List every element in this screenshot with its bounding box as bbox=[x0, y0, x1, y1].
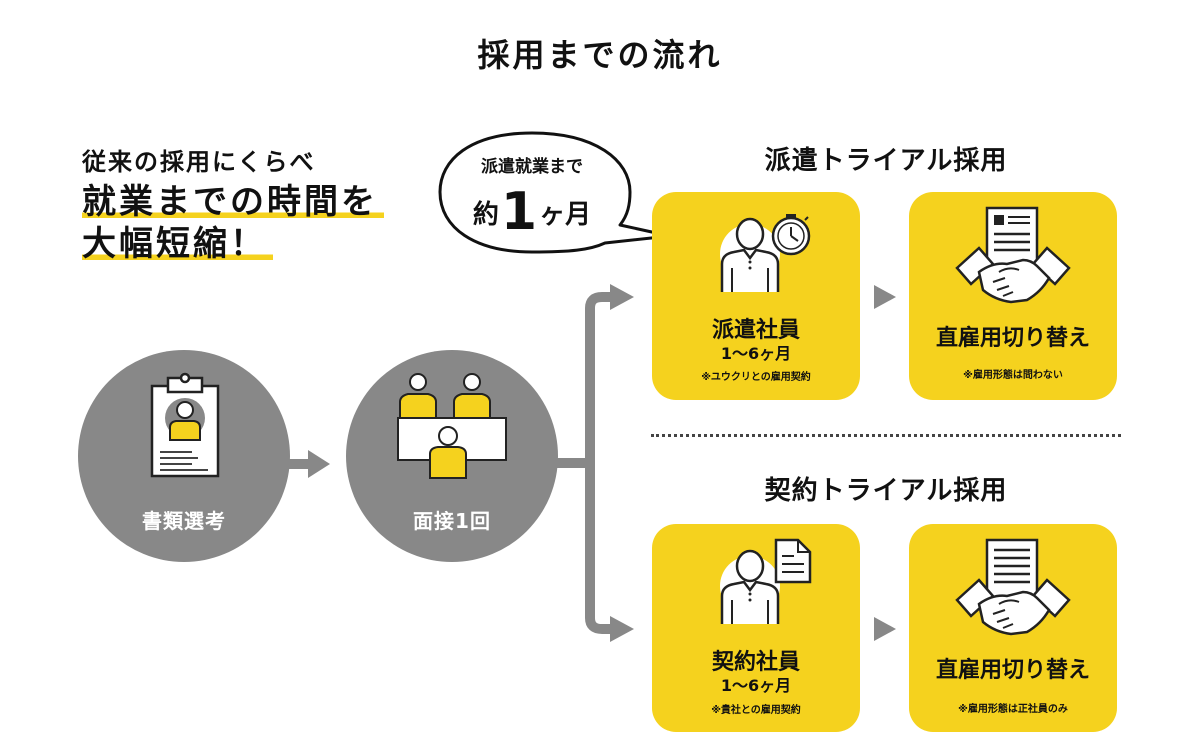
arrow-dispatch-to-direct bbox=[874, 285, 896, 309]
track-heading-dispatch: 派遣トライアル採用 bbox=[764, 146, 1008, 176]
track-heading-contract: 契約トライアル採用 bbox=[764, 476, 1008, 506]
handshake-contract-icon bbox=[955, 206, 1071, 304]
track-divider bbox=[651, 434, 1121, 437]
speech-bubble bbox=[438, 131, 672, 254]
card-title: 直雇用切り替え bbox=[935, 658, 1090, 683]
card-direct-hire-dispatch: 直雇用切り替え ※雇用形態は問わない bbox=[909, 192, 1117, 400]
lead-line-3-text: 大幅短縮！ bbox=[82, 224, 273, 264]
card-note: ※ユウクリとの雇用契約 bbox=[701, 372, 811, 383]
arrow-to-contract-track bbox=[610, 616, 634, 642]
bubble-prefix: 約 bbox=[472, 200, 499, 230]
bubble-number: 1 bbox=[500, 182, 538, 242]
card-contract-employee: 契約社員 1～6ヶ月 ※貴社との雇用契約 bbox=[652, 524, 860, 732]
arrow-to-dispatch-track bbox=[610, 284, 634, 310]
lead-line-2: 就業までの時間を bbox=[82, 182, 384, 222]
card-note: ※雇用形態は正社員のみ bbox=[958, 704, 1068, 715]
lead-line-2-text: 就業までの時間を bbox=[82, 182, 384, 222]
lead-line-1: 従来の採用にくらべ bbox=[82, 148, 316, 176]
card-duration: 1～6ヶ月 bbox=[720, 676, 792, 695]
branch-connector bbox=[550, 284, 634, 642]
interview-icon bbox=[397, 373, 507, 479]
person-stopwatch-icon bbox=[720, 214, 811, 292]
card-title: 派遣社員 bbox=[711, 318, 800, 343]
card-title: 契約社員 bbox=[711, 650, 800, 675]
step-label: 書類選考 bbox=[142, 509, 226, 533]
card-dispatch-employee: 派遣社員 1～6ヶ月 ※ユウクリとの雇用契約 bbox=[652, 192, 860, 400]
bubble-line-2: 約1ヶ月 bbox=[452, 186, 612, 238]
step-document-screening: 書類選考 bbox=[78, 350, 290, 562]
card-note: ※雇用形態は問わない bbox=[963, 370, 1063, 381]
handshake-contract-icon bbox=[955, 538, 1071, 636]
bubble-line-1: 派遣就業まで bbox=[481, 157, 583, 177]
card-title: 直雇用切り替え bbox=[935, 326, 1090, 351]
speech-bubble-shape bbox=[438, 131, 672, 254]
page-title: 採用までの流れ bbox=[477, 36, 723, 74]
bubble-suffix: ヶ月 bbox=[539, 200, 592, 230]
step-interview: 面接1回 bbox=[346, 350, 558, 562]
arrow-contract-to-direct bbox=[874, 617, 896, 641]
lead-line-3: 大幅短縮！ bbox=[82, 224, 273, 264]
card-duration: 1～6ヶ月 bbox=[720, 344, 792, 363]
person-document-icon bbox=[720, 538, 812, 624]
resume-clipboard-icon bbox=[150, 372, 220, 478]
card-direct-hire-contract: 直雇用切り替え ※雇用形態は正社員のみ bbox=[909, 524, 1117, 732]
step-label: 面接1回 bbox=[413, 509, 491, 533]
arrow-step1-to-step2 bbox=[288, 450, 330, 478]
card-note: ※貴社との雇用契約 bbox=[711, 705, 801, 716]
